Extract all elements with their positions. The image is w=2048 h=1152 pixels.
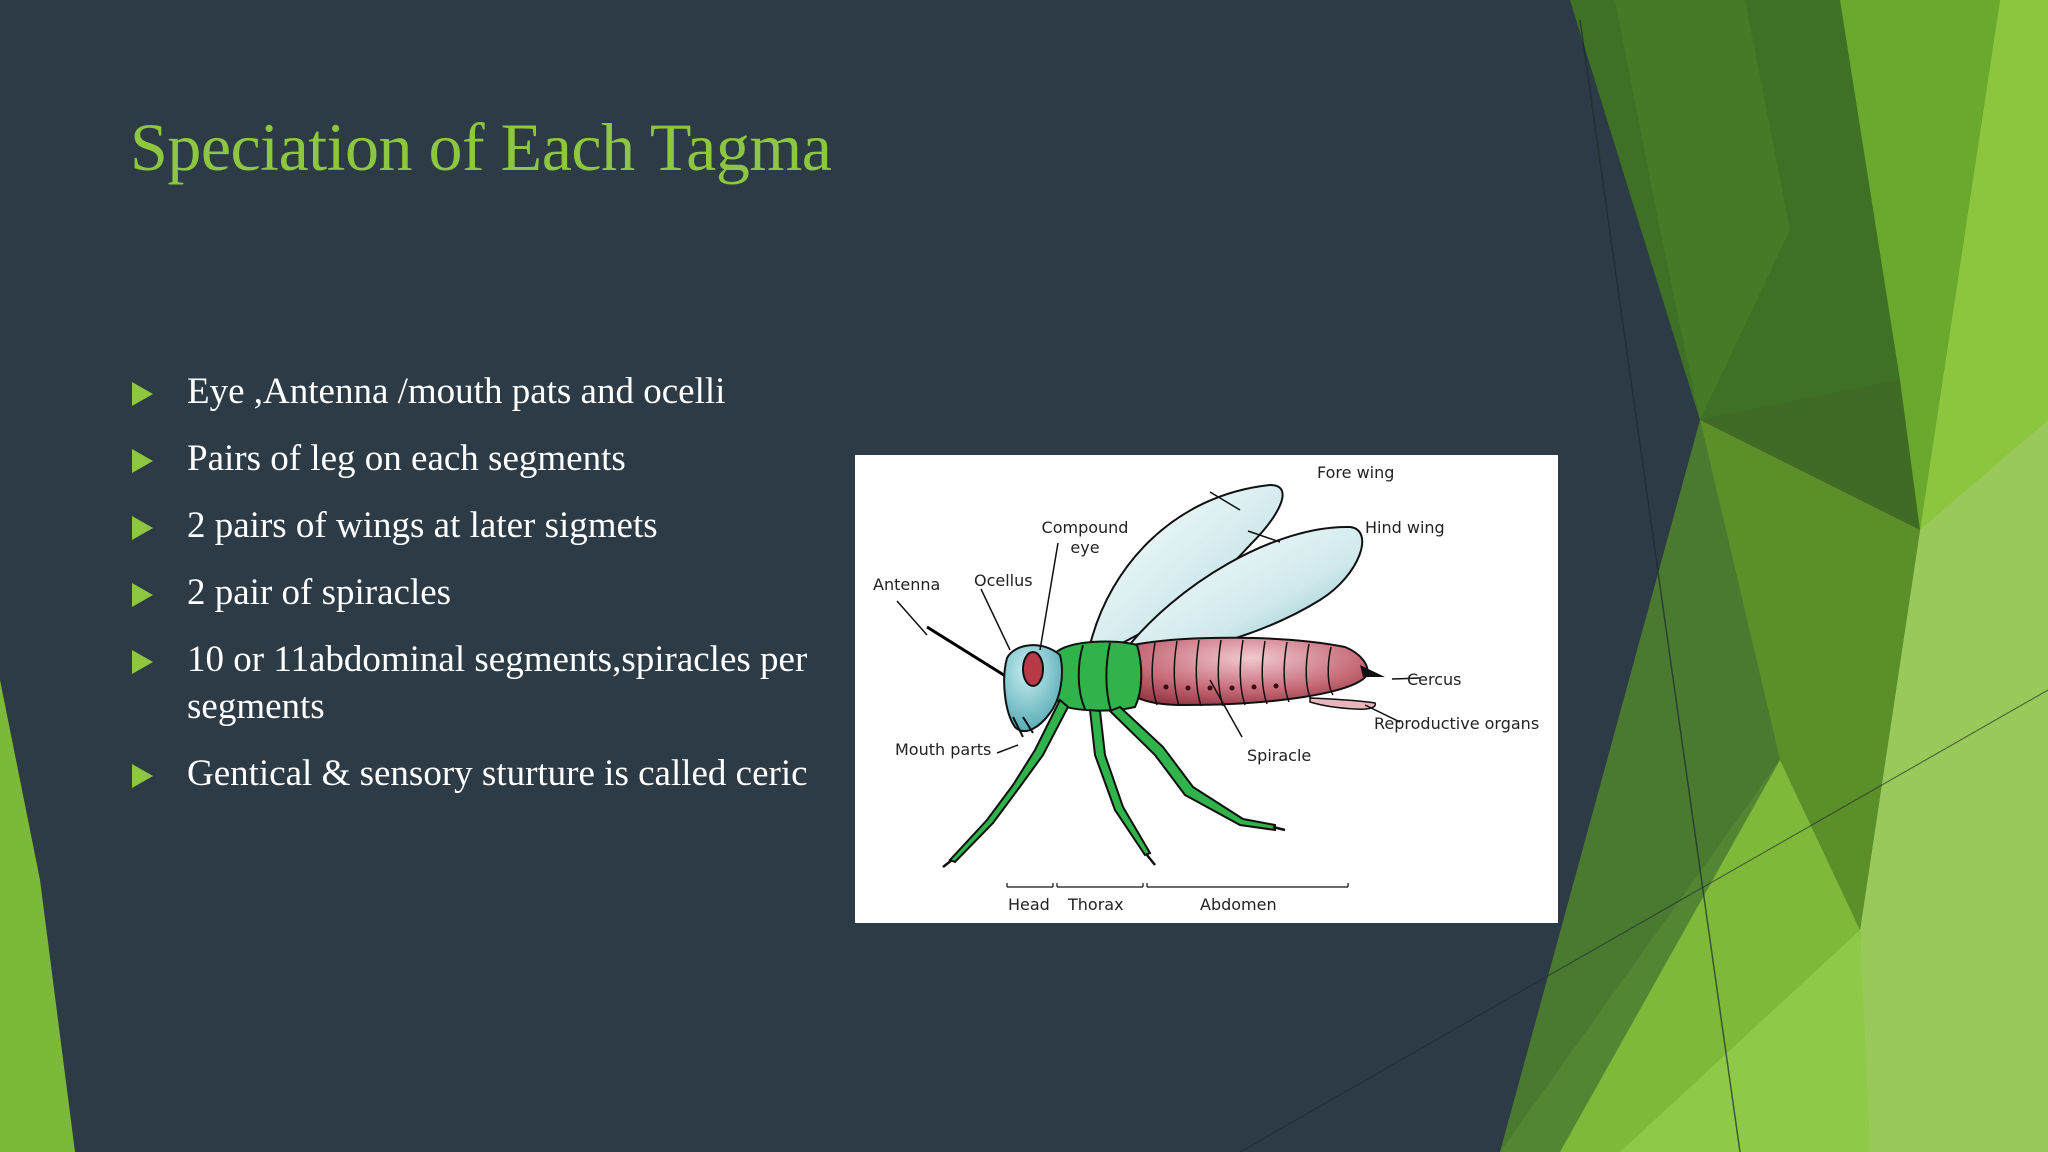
bullet-item: Pairs of leg on each segments [130,435,810,482]
legs [948,698,1276,864]
bullet-text: 2 pair of spiracles [187,572,452,613]
label-fore-wing: Fore wing [1317,463,1394,482]
bullet-item: 2 pairs of wings at later sigmets [130,502,810,549]
label-mouth-parts: Mouth parts [895,740,991,759]
bullet-item: 2 pair of spiracles [130,569,810,616]
insect-diagram-svg: Fore wing Hind wing Compound eye Antenna… [873,463,1539,914]
bullet-item: Gentical & sensory sturture is called ce… [130,750,810,797]
bullet-item: Eye ,Antenna /mouth pats and ocelli [130,368,810,415]
bullet-text: 10 or 11abdominal segments,spiracles per… [187,639,808,727]
reproductive-organs-shape [1309,697,1377,710]
bullet-arrow-icon [132,516,153,540]
bullet-arrow-icon [132,583,153,607]
label-ocellus: Ocellus [974,571,1033,590]
bullet-arrow-icon [132,449,153,473]
bullet-text: Eye ,Antenna /mouth pats and ocelli [187,371,726,412]
bullet-text: 2 pairs of wings at later sigmets [187,505,658,546]
bullet-arrow-icon [132,764,153,788]
label-head: Head [1008,895,1050,914]
bullet-text: Pairs of leg on each segments [187,438,626,479]
label-cercus: Cercus [1407,670,1462,689]
label-compound-eye-line1: Compound [1042,518,1129,537]
bullet-arrow-icon [132,650,153,674]
label-compound-eye-line2: eye [1070,538,1099,557]
label-antenna: Antenna [873,575,940,594]
label-spiracle: Spiracle [1247,746,1311,765]
bullet-arrow-icon [132,382,153,406]
bullet-text: Gentical & sensory sturture is called ce… [187,753,808,794]
label-thorax: Thorax [1067,895,1124,914]
label-hind-wing: Hind wing [1365,518,1445,537]
cercus-shape [1360,665,1385,677]
compound-eye-shape [1022,651,1044,687]
label-abdomen: Abdomen [1200,895,1277,914]
antenna-shape [926,625,1008,679]
bullet-list: Eye ,Antenna /mouth pats and ocelli Pair… [130,368,810,817]
slide-title: Speciation of Each Tagma [130,109,832,185]
thorax-shape [1051,640,1143,712]
insect-diagram: Fore wing Hind wing Compound eye Antenna… [855,455,1558,923]
bullet-item: 10 or 11abdominal segments,spiracles per… [130,636,810,730]
label-reproductive-organs: Reproductive organs [1374,714,1539,733]
